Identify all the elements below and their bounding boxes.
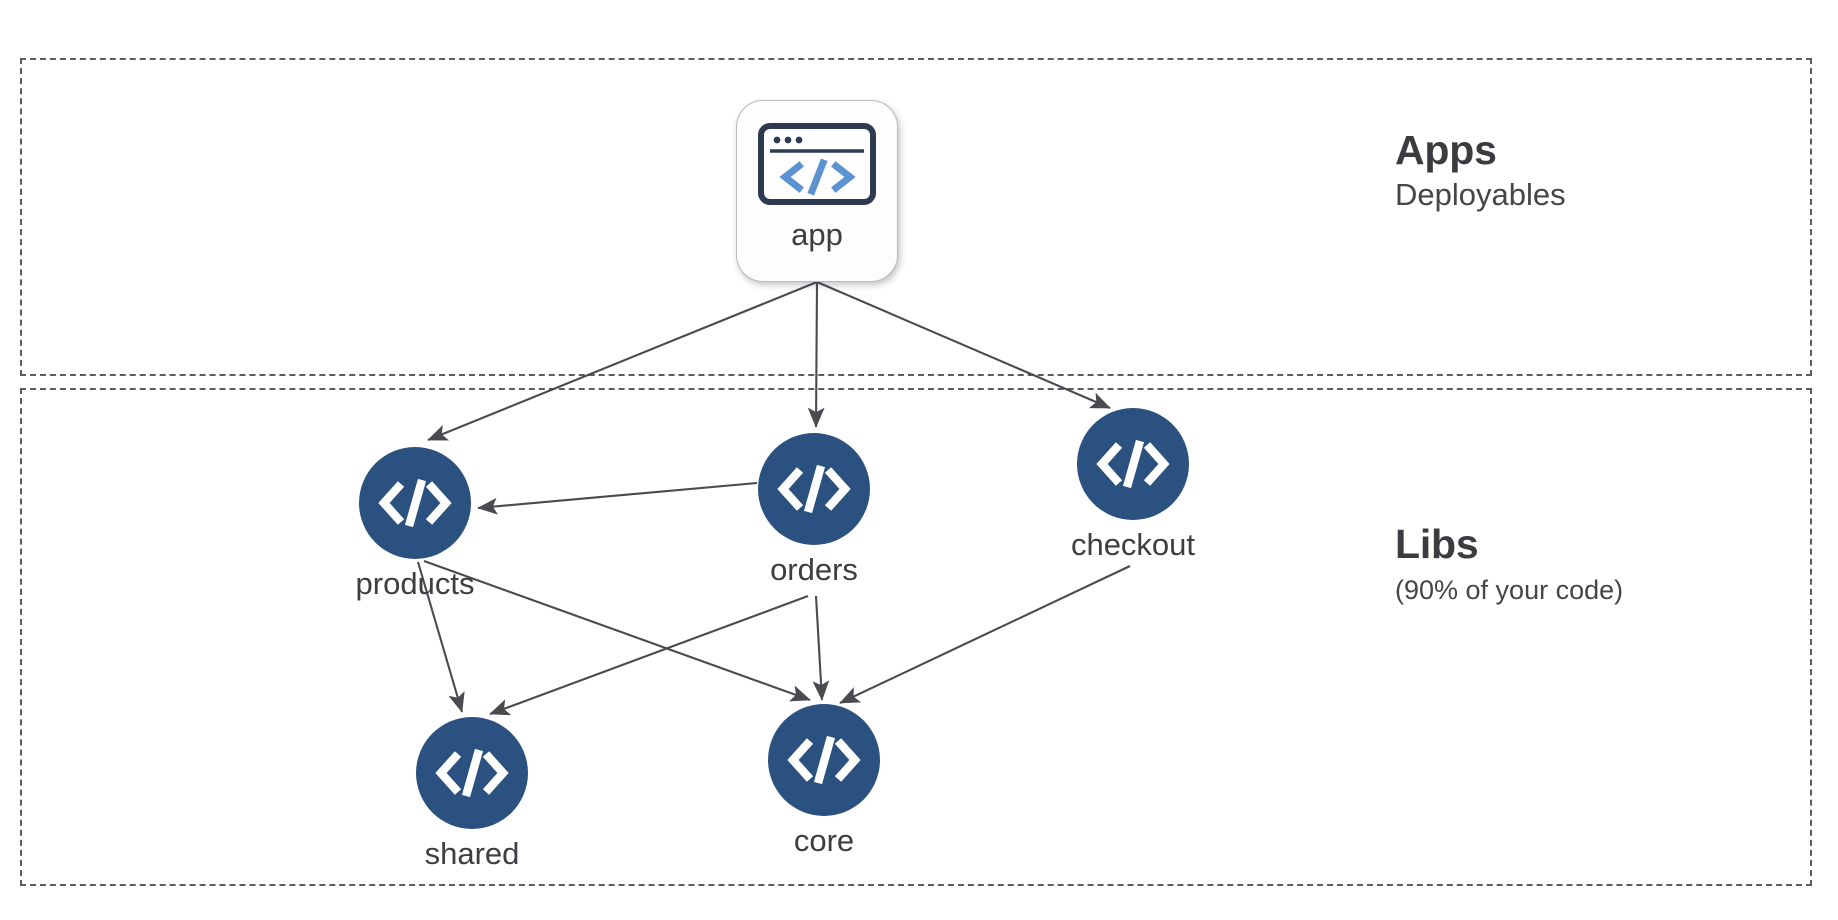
node-orders[interactable]: orders: [689, 433, 939, 585]
zone-apps-title: Apps: [1395, 127, 1497, 173]
node-checkout[interactable]: checkout: [1008, 408, 1258, 560]
zone-apps-caption: Apps Deployables: [1395, 127, 1566, 213]
zone-apps: [20, 58, 1812, 376]
node-products[interactable]: products: [290, 447, 540, 599]
code-brackets-icon: [1096, 439, 1170, 489]
node-orders-label: orders: [770, 552, 858, 587]
core-circle: [768, 704, 880, 816]
code-brackets-icon: [777, 464, 851, 514]
code-brackets-icon: [435, 748, 509, 798]
zone-apps-subtitle: Deployables: [1395, 176, 1566, 212]
node-app-label: app: [791, 217, 843, 252]
zone-libs-caption: Libs (90% of your code): [1395, 521, 1624, 605]
zone-libs-title: Libs: [1395, 521, 1479, 567]
node-app[interactable]: app: [736, 100, 898, 282]
node-shared-label: shared: [424, 836, 520, 871]
products-circle: [359, 447, 471, 559]
node-shared[interactable]: shared: [347, 717, 597, 869]
code-brackets-icon: [378, 478, 452, 528]
node-checkout-label: checkout: [1070, 527, 1196, 562]
zone-libs-subtitle: (90% of your code): [1395, 574, 1624, 605]
shared-circle: [416, 717, 528, 829]
checkout-circle: [1077, 408, 1189, 520]
code-window-icon: [758, 123, 876, 205]
node-core-label: core: [793, 823, 855, 858]
code-brackets-icon: [787, 735, 861, 785]
node-core[interactable]: core: [699, 704, 949, 856]
node-products-label: products: [355, 566, 475, 601]
orders-circle: [758, 433, 870, 545]
